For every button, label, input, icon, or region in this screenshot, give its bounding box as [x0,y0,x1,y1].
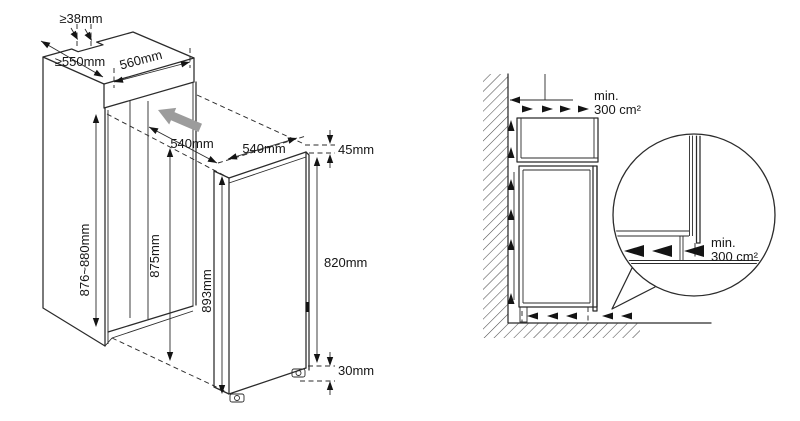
dim-inner-height: 875mm [147,148,174,361]
upper-cabinet-box [516,117,599,163]
under-appliance-airflow-arrows [527,312,632,320]
bottom-vent-area-label: 300 cm² [711,249,759,264]
dim-label-appliance-height: 893mm [199,269,214,312]
dim-label-rear-top-clearance: ≥38mm [59,11,102,26]
door-edge [305,151,310,371]
dim-label-niche-depth: ≥550mm [55,54,105,69]
detail-callout: min. 300 cm² [611,133,776,310]
dim-top-gap: 45mm [326,130,374,168]
projection-lines [76,24,335,393]
dim-appliance-height: 893mm [199,176,226,394]
dim-rear-top-clearance: ≥38mm [59,11,103,41]
dim-niche-height: 876~880mm [77,114,100,327]
dim-label-door-height: 820mm [324,255,367,270]
bottom-vent-min-label: min. [711,235,736,250]
dim-niche-depth: ≥550mm [40,40,105,78]
dim-bottom-gap: 30mm [326,352,374,395]
insertion-arrow [158,107,202,132]
dim-door-height: 820mm [313,157,367,363]
wall-floor-hatching [483,74,640,338]
door-handle [305,302,309,312]
top-vent-airflow: min. 300 cm² [510,74,642,117]
niche-cabinet-drawing [42,31,197,347]
dim-appliance-depth: 540mm [148,126,218,164]
adjustable-foot [229,368,306,403]
refrigerator-side-view [513,165,598,323]
rear-gap-airflow-arrows [507,120,515,304]
wall-and-floor [483,73,712,338]
dim-label-top-gap: 45mm [338,142,374,157]
detail-circle-content [616,135,762,264]
callout-tail [611,265,656,310]
top-vent-min-label: min. [594,88,619,103]
cabinet-top-face [42,31,195,85]
rear-foot [519,306,528,323]
dim-label-inner-height: 875mm [147,234,162,277]
dim-appliance-width: 540mm [227,137,298,160]
dim-label-appliance-width: 540mm [242,141,285,156]
door-panel [592,165,598,312]
dim-label-appliance-depth: 540mm [170,136,213,151]
refrigerator-drawing [213,151,310,403]
detail-circle [612,133,776,297]
top-vent-area-label: 300 cm² [594,102,642,117]
dim-label-bottom-gap: 30mm [338,363,374,378]
dim-label-niche-height: 876~880mm [77,224,92,297]
